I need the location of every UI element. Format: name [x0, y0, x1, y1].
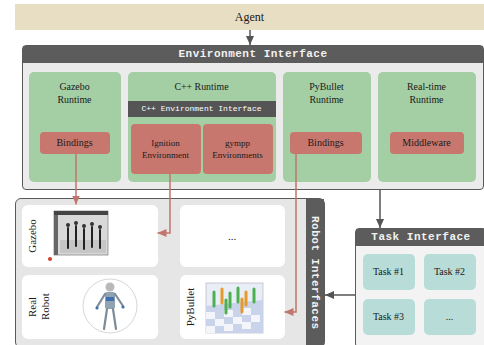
connector-arrow: [249, 30, 251, 45]
robot-box: ...: [180, 205, 285, 267]
node-label: Task #3: [373, 311, 404, 322]
robot-box: Real Robot: [22, 275, 158, 339]
node-label: Task #2: [434, 266, 465, 277]
node-label: Agent: [235, 10, 264, 25]
task-box: ...: [424, 299, 476, 335]
node-label: ...: [446, 311, 454, 322]
runtime-box: C++ RuntimeC++ Environment InterfaceIgni…: [128, 72, 276, 182]
connector-arrow: [379, 190, 381, 228]
task-box: Task #1: [363, 254, 415, 290]
node-label: Middleware: [400, 137, 452, 149]
component-box: Middleware: [390, 132, 464, 154]
pybullet-screenshot: [206, 283, 263, 333]
robot-box: Gazebo: [22, 205, 158, 267]
node-label: ...: [228, 230, 236, 242]
node-label: Bindings: [305, 137, 345, 149]
node-label: Robot Interfaces: [306, 199, 324, 345]
node-label: Ignition Environment: [131, 137, 201, 161]
node-label: Task #1: [373, 266, 404, 277]
node-label: Bindings: [54, 137, 94, 149]
node-label: C++ Environment Interface: [141, 104, 261, 113]
component-box: Bindings: [290, 132, 362, 154]
node-label: Environment Interface: [23, 46, 483, 63]
node-label: Gazebo Runtime: [29, 72, 121, 106]
connector-arrow: [75, 154, 77, 205]
interface-panel: Task InterfaceTask #1 Task #2 Task #3...: [355, 228, 484, 345]
component-box: gympp Environments: [203, 124, 273, 174]
robot-box: PyBullet: [180, 275, 285, 339]
connector-arrow: [325, 294, 355, 296]
interface-panel: Environment InterfaceGazebo RuntimeBindi…: [22, 45, 484, 190]
connector-arrow: [285, 154, 297, 313]
agent-band: Agent: [15, 4, 484, 30]
node-label: PyBullet: [184, 287, 197, 326]
node-label: PyBullet Runtime: [283, 72, 371, 106]
node-label: gympp Environments: [203, 137, 273, 161]
interface-panel: Robot Interfaces Gazebo... Real Robot PyBul…: [15, 198, 325, 345]
component-box: Bindings: [40, 132, 110, 154]
component-box: Ignition Environment: [131, 124, 201, 174]
connector-arrow: [158, 174, 171, 234]
node-label: Gazebo: [26, 219, 39, 253]
runtime-box: Real-time RuntimeMiddleware: [378, 72, 476, 182]
node-label: Task Interface: [356, 229, 484, 246]
task-box: Task #2: [424, 254, 476, 290]
gazebo-screenshot: [48, 211, 108, 261]
runtime-box: PyBullet RuntimeBindings: [283, 72, 371, 182]
real-robot-picture: [83, 279, 137, 333]
node-label: Real-time Runtime: [378, 72, 476, 106]
runtime-box: Gazebo RuntimeBindings: [29, 72, 121, 182]
node-label: C++ Runtime: [128, 72, 276, 93]
node-label: Real Robot: [26, 290, 52, 324]
task-box: Task #3: [363, 299, 415, 335]
interface-band: C++ Environment Interface: [128, 101, 276, 117]
